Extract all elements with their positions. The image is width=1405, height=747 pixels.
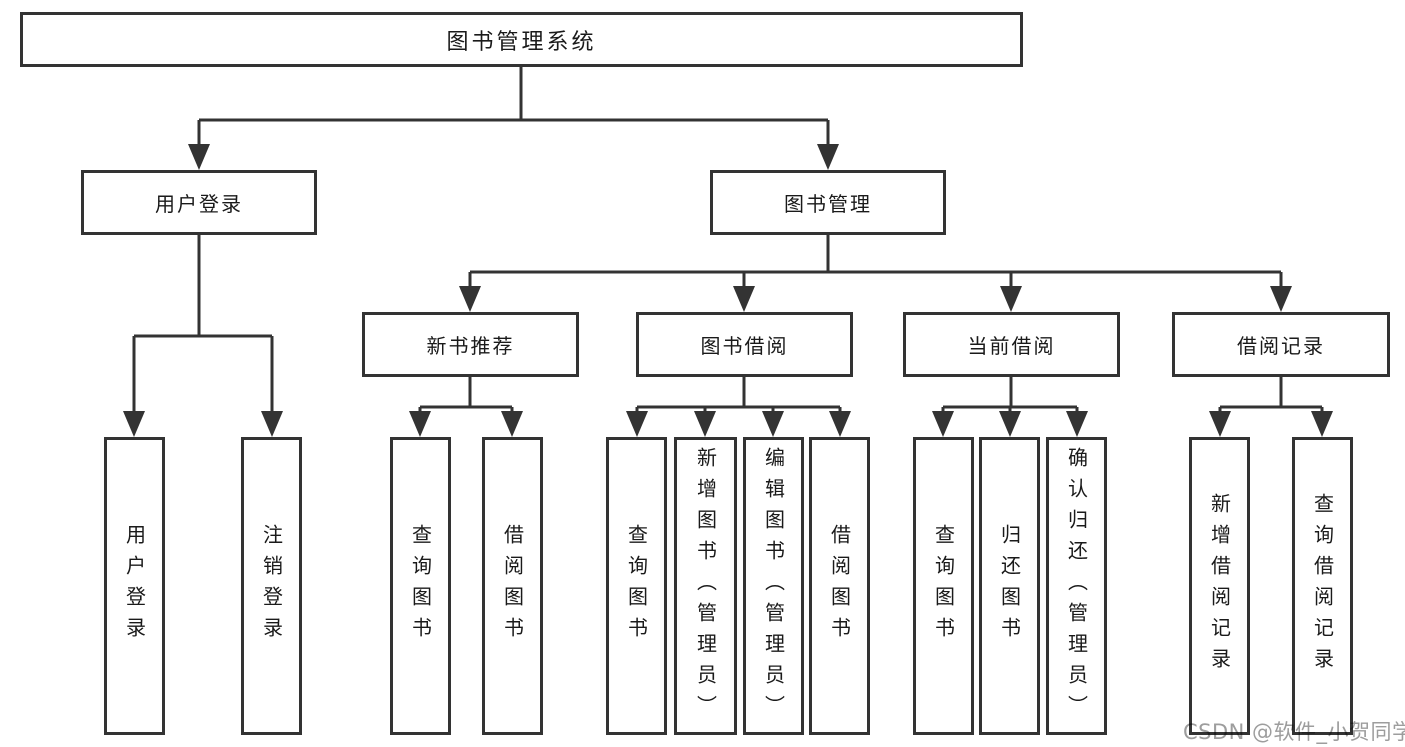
leaf-query-books-recommend: 查询图书	[390, 437, 451, 735]
leaf-edit-books-admin: 编辑图书（管理员）	[743, 437, 804, 735]
leaf-label: 归还图书	[997, 524, 1022, 648]
leaf-query-books-borrow: 查询图书	[606, 437, 667, 735]
leaf-label: 查询图书	[408, 524, 433, 648]
leaf-confirm-return-admin: 确认归还（管理员）	[1046, 437, 1107, 735]
node-book-borrow: 图书借阅	[636, 312, 853, 377]
arrowheads	[123, 144, 1333, 437]
connector-shafts	[132, 67, 1324, 413]
leaf-borrow-books: 借阅图书	[809, 437, 870, 735]
leaf-label: 新增图书（管理员）	[693, 446, 718, 726]
leaf-borrow-books-recommend: 借阅图书	[482, 437, 543, 735]
node-root-system: 图书管理系统	[20, 12, 1023, 67]
node-user-login: 用户登录	[81, 170, 317, 235]
leaf-label: 查询图书	[931, 524, 956, 648]
leaf-label: 查询图书	[624, 524, 649, 648]
leaf-label: 用户登录	[122, 524, 147, 648]
leaf-label: 借阅图书	[827, 524, 852, 648]
leaf-add-borrow-record: 新增借阅记录	[1189, 437, 1250, 735]
leaf-label: 确认归还（管理员）	[1064, 446, 1089, 726]
leaf-logout: 注销登录	[241, 437, 302, 735]
leaf-label: 编辑图书（管理员）	[761, 446, 786, 726]
leaf-label: 注销登录	[259, 524, 284, 648]
leaf-user-login: 用户登录	[104, 437, 165, 735]
leaf-add-books-admin: 新增图书（管理员）	[674, 437, 737, 735]
leaf-return-books: 归还图书	[979, 437, 1040, 735]
leaf-query-books-current: 查询图书	[913, 437, 974, 735]
leaf-label: 新增借阅记录	[1207, 493, 1232, 679]
csdn-watermark: CSDN @软件_小贺同学	[1183, 720, 1405, 744]
leaf-label: 查询借阅记录	[1310, 493, 1335, 679]
node-borrow-records: 借阅记录	[1172, 312, 1390, 377]
node-book-management: 图书管理	[710, 170, 946, 235]
leaf-query-borrow-record: 查询借阅记录	[1292, 437, 1353, 735]
node-current-borrow: 当前借阅	[903, 312, 1120, 377]
node-new-book-recommend: 新书推荐	[362, 312, 579, 377]
leaf-label: 借阅图书	[500, 524, 525, 648]
